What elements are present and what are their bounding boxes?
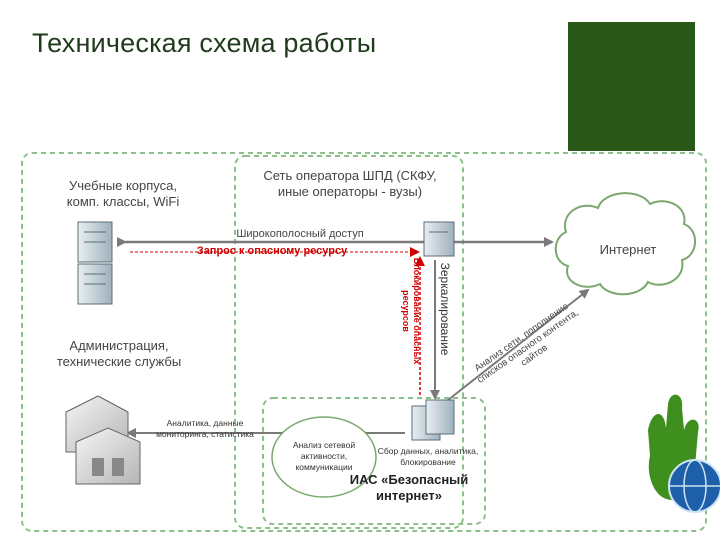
hand-globe-icon <box>648 394 720 513</box>
blocking-label: Блокирование опасных ресурсов <box>401 257 422 365</box>
page-title: Техническая схема работы <box>32 28 377 58</box>
iac-label: ИАС «Безопасный интернет» <box>349 472 469 503</box>
broadband-label: Широкополосный доступ <box>236 228 364 240</box>
building-icon <box>65 395 141 485</box>
internet-label: Интернет <box>599 242 657 257</box>
server-icon <box>77 221 113 263</box>
cloud-icon <box>554 192 696 296</box>
data-collection-label: Сбор данных, аналитика, блокирование <box>377 446 479 467</box>
outer-dashed-frame <box>21 152 707 532</box>
admin-label: Администрация, технические службы <box>56 338 182 369</box>
operator-network-label: Сеть оператора ШПД (СКФУ, иные операторы… <box>263 168 437 199</box>
dangerous-request-label: Запрос к опасному ресурсу <box>196 245 348 257</box>
campus-label: Учебные корпуса, комп. классы, WiFi <box>66 178 180 209</box>
server-icon <box>423 221 455 257</box>
monitoring-label: Аналитика, данные мониторинга, статистик… <box>156 418 254 439</box>
internet-analysis-arrow <box>447 288 590 401</box>
operator-network-zone <box>234 155 464 529</box>
server-icon <box>77 263 113 305</box>
network-analysis-label: Анализ сетевой активности, коммуникации <box>292 440 356 472</box>
mirroring-label: Зеркалирование <box>438 262 452 356</box>
iac-zone <box>262 397 486 525</box>
server-icon <box>411 399 455 441</box>
analysis-cloud <box>271 416 377 498</box>
green-accent-block <box>568 22 695 151</box>
